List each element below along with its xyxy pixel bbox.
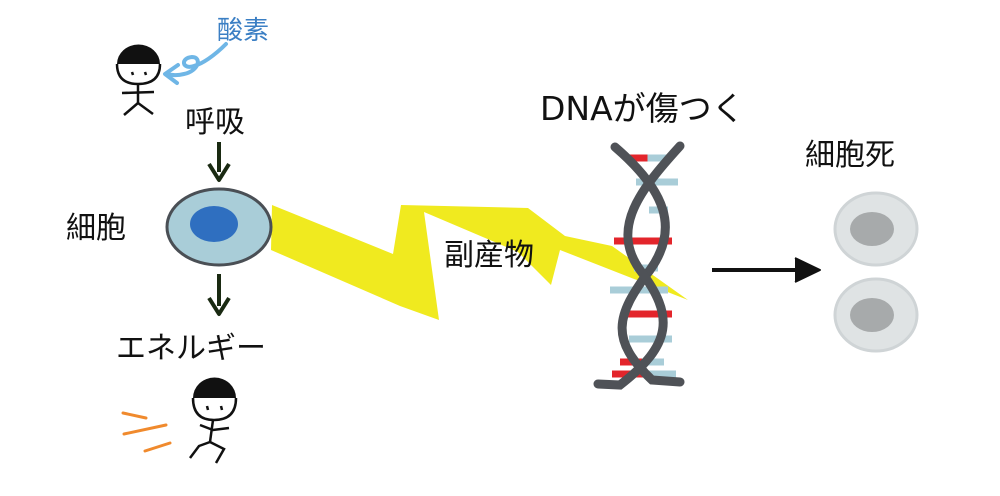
arrow-respiration-to-cell [207,142,231,182]
person-running-icon [189,377,238,464]
cell-death-label: 細胞死 [805,138,895,173]
oxygen-arrow [164,42,228,78]
cell-icon [165,187,273,267]
byproduct-lightning-bolt [271,205,688,320]
dna-helix-icon [593,141,685,390]
dead-cell-top-icon [833,191,919,267]
motion-lines [121,411,172,453]
dead-cell-bottom-icon [833,277,919,353]
respiration-label: 呼吸 [185,105,245,140]
oxygen-arrowhead [163,63,180,85]
dna-damage-label: DNAが傷つく [540,89,745,128]
energy-label: エネルギー [116,331,266,366]
cell-label: 細胞 [66,211,126,246]
dna-strand-b [593,141,685,390]
nucleus [190,206,238,242]
person-breathing-icon [115,44,162,116]
oxygen-label: 酸素 [217,16,270,46]
arrow-dna-to-cell-death [712,257,821,283]
arrow-cell-to-energy [207,274,231,316]
byproduct-label: 副産物 [444,238,534,273]
